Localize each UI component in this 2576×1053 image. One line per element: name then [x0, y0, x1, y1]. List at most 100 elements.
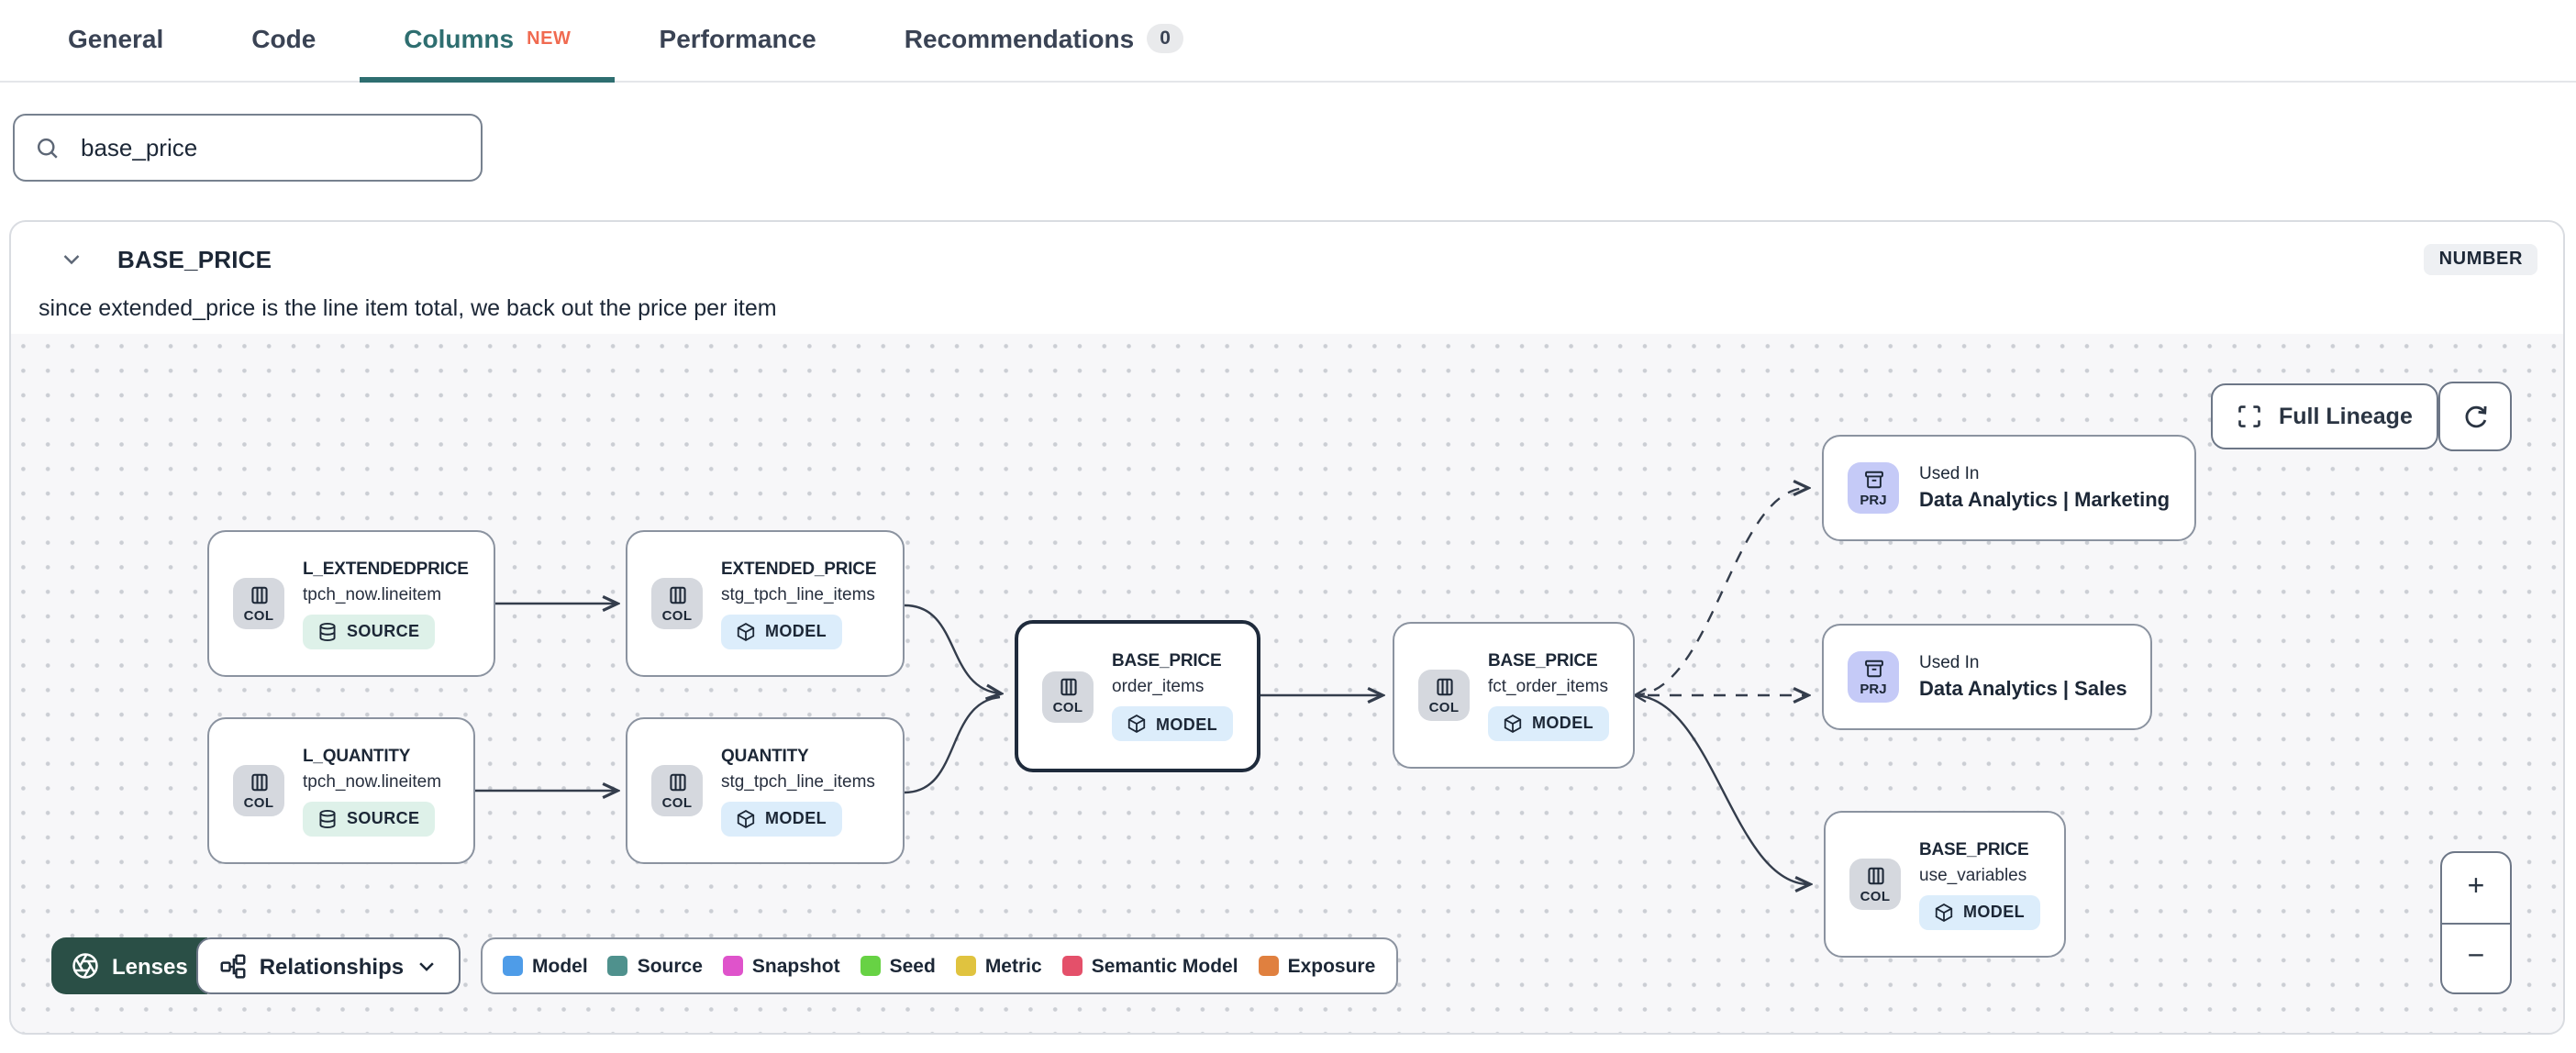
node-type-legend: Model Source Snapshot Seed Metric Semant…: [481, 937, 1398, 994]
col-badge: COL: [651, 578, 703, 629]
column-header: BASE_PRICE NUMBER: [11, 222, 2563, 292]
col-badge: COL: [1418, 670, 1470, 721]
refresh-button[interactable]: [2438, 382, 2512, 451]
columns-icon: [669, 585, 685, 604]
new-badge: NEW: [527, 28, 572, 49]
tab-columns[interactable]: Columns NEW: [360, 0, 616, 83]
node-title: BASE_PRICE: [1112, 651, 1222, 671]
legend-item: Metric: [955, 955, 1042, 977]
project-archive-icon: [1864, 659, 1882, 677]
used-in-label: Used In: [1919, 653, 1980, 673]
tab-general[interactable]: General: [68, 24, 164, 53]
lineage-canvas[interactable]: COL L_EXTENDEDPRICE tpch_now.lineitem SO…: [11, 334, 2563, 1033]
node-title: L_EXTENDEDPRICE: [303, 559, 469, 579]
model-badge: MODEL: [1919, 894, 2039, 929]
aperture-icon: [72, 953, 98, 979]
legend-swatch: [722, 956, 743, 976]
legend-item: Semantic Model: [1061, 955, 1238, 977]
lineage-edges: [475, 334, 2563, 1033]
node-subtitle: stg_tpch_line_items: [721, 771, 875, 792]
tab-code[interactable]: Code: [251, 24, 316, 53]
project-archive-icon: [1864, 470, 1882, 488]
source-badge: SOURCE: [303, 614, 435, 648]
node-subtitle: use_variables: [1919, 865, 2027, 885]
used-in-name: Data Analytics | Sales: [1919, 679, 2127, 701]
lineage-node-l-quantity[interactable]: COL L_QUANTITY tpch_now.lineitem SOURCE: [207, 717, 475, 864]
columns-icon: [1436, 677, 1452, 695]
node-title: L_QUANTITY: [303, 746, 411, 766]
lenses-bar: Lenses Relationships: [51, 937, 461, 994]
refresh-icon: [2464, 405, 2486, 427]
node-subtitle: stg_tpch_line_items: [721, 584, 875, 604]
col-badge: COL: [651, 765, 703, 816]
relationships-icon: [221, 953, 247, 978]
node-title: EXTENDED_PRICE: [721, 559, 877, 579]
col-badge: COL: [233, 765, 284, 816]
database-icon: [319, 621, 336, 641]
columns-icon: [1060, 678, 1076, 696]
zoom-out-button[interactable]: −: [2467, 941, 2485, 973]
prj-badge: PRJ: [1848, 462, 1899, 514]
database-icon: [319, 808, 336, 828]
used-in-node-sales[interactable]: PRJ Used In Data Analytics | Sales: [1822, 624, 2153, 730]
recommendations-count-badge: 0: [1147, 24, 1183, 53]
zoom-control: + −: [2440, 851, 2512, 994]
node-title: QUANTITY: [721, 746, 809, 766]
node-title: BASE_PRICE: [1919, 839, 2029, 859]
legend-swatch: [1258, 956, 1279, 976]
zoom-in-button[interactable]: +: [2442, 853, 2510, 924]
legend-item: Exposure: [1258, 955, 1375, 977]
model-badge: MODEL: [1112, 706, 1232, 741]
columns-icon: [250, 772, 267, 791]
legend-swatch: [503, 956, 523, 976]
node-subtitle: order_items: [1112, 677, 1205, 697]
cube-icon: [1935, 903, 1953, 921]
lineage-node-base-price-fct-order-items[interactable]: COL BASE_PRICE fct_order_items MODEL: [1393, 622, 1634, 769]
cube-icon: [737, 622, 755, 640]
node-subtitle: fct_order_items: [1488, 676, 1608, 696]
lineage-node-base-price-use-variables[interactable]: COL BASE_PRICE use_variables MODEL: [1824, 811, 2065, 958]
chevron-down-icon: [419, 962, 434, 971]
legend-item: Snapshot: [722, 955, 840, 977]
columns-icon: [250, 585, 267, 604]
lineage-node-quantity[interactable]: COL QUANTITY stg_tpch_line_items MODEL: [626, 717, 905, 864]
node-subtitle: tpch_now.lineitem: [303, 584, 442, 604]
legend-item: Seed: [860, 955, 936, 977]
search-input[interactable]: [77, 132, 461, 163]
legend-item: Source: [607, 955, 703, 977]
column-search[interactable]: [13, 114, 483, 182]
model-badge: MODEL: [1488, 705, 1608, 740]
lenses-button[interactable]: Lenses: [51, 937, 208, 994]
columns-icon: [1867, 866, 1883, 884]
model-badge: MODEL: [721, 614, 841, 648]
relationships-dropdown[interactable]: Relationships: [196, 937, 461, 994]
columns-icon: [669, 772, 685, 791]
fullscreen-icon: [2238, 405, 2260, 427]
lineage-node-extended-price[interactable]: COL EXTENDED_PRICE stg_tpch_line_items M…: [626, 530, 905, 677]
cube-icon: [1127, 715, 1146, 733]
collapse-chevron-icon[interactable]: [61, 248, 83, 270]
used-in-name: Data Analytics | Marketing: [1919, 490, 2171, 512]
legend-item: Model: [503, 955, 588, 977]
cube-icon: [737, 809, 755, 827]
col-badge: COL: [1849, 859, 1901, 910]
source-badge: SOURCE: [303, 801, 435, 836]
col-badge: COL: [233, 578, 284, 629]
legend-swatch: [860, 956, 881, 976]
full-lineage-button[interactable]: Full Lineage: [2211, 383, 2438, 449]
lineage-node-l-extendedprice[interactable]: COL L_EXTENDEDPRICE tpch_now.lineitem SO…: [207, 530, 495, 677]
tab-recommendations[interactable]: Recommendations 0: [861, 0, 1227, 83]
column-panel: BASE_PRICE NUMBER since extended_price i…: [9, 220, 2565, 1035]
node-title: BASE_PRICE: [1488, 650, 1598, 671]
model-badge: MODEL: [721, 801, 841, 836]
used-in-node-marketing[interactable]: PRJ Used In Data Analytics | Marketing: [1822, 435, 2196, 541]
tab-performance[interactable]: Performance: [659, 24, 816, 53]
lineage-node-base-price-order-items[interactable]: COL BASE_PRICE order_items MODEL: [1015, 620, 1260, 772]
data-type-badge: NUMBER: [2424, 243, 2537, 274]
cube-icon: [1504, 714, 1522, 732]
prj-badge: PRJ: [1848, 651, 1899, 703]
column-description: since extended_price is the line item to…: [39, 295, 777, 321]
col-badge: COL: [1042, 671, 1094, 722]
column-name: BASE_PRICE: [117, 245, 272, 272]
